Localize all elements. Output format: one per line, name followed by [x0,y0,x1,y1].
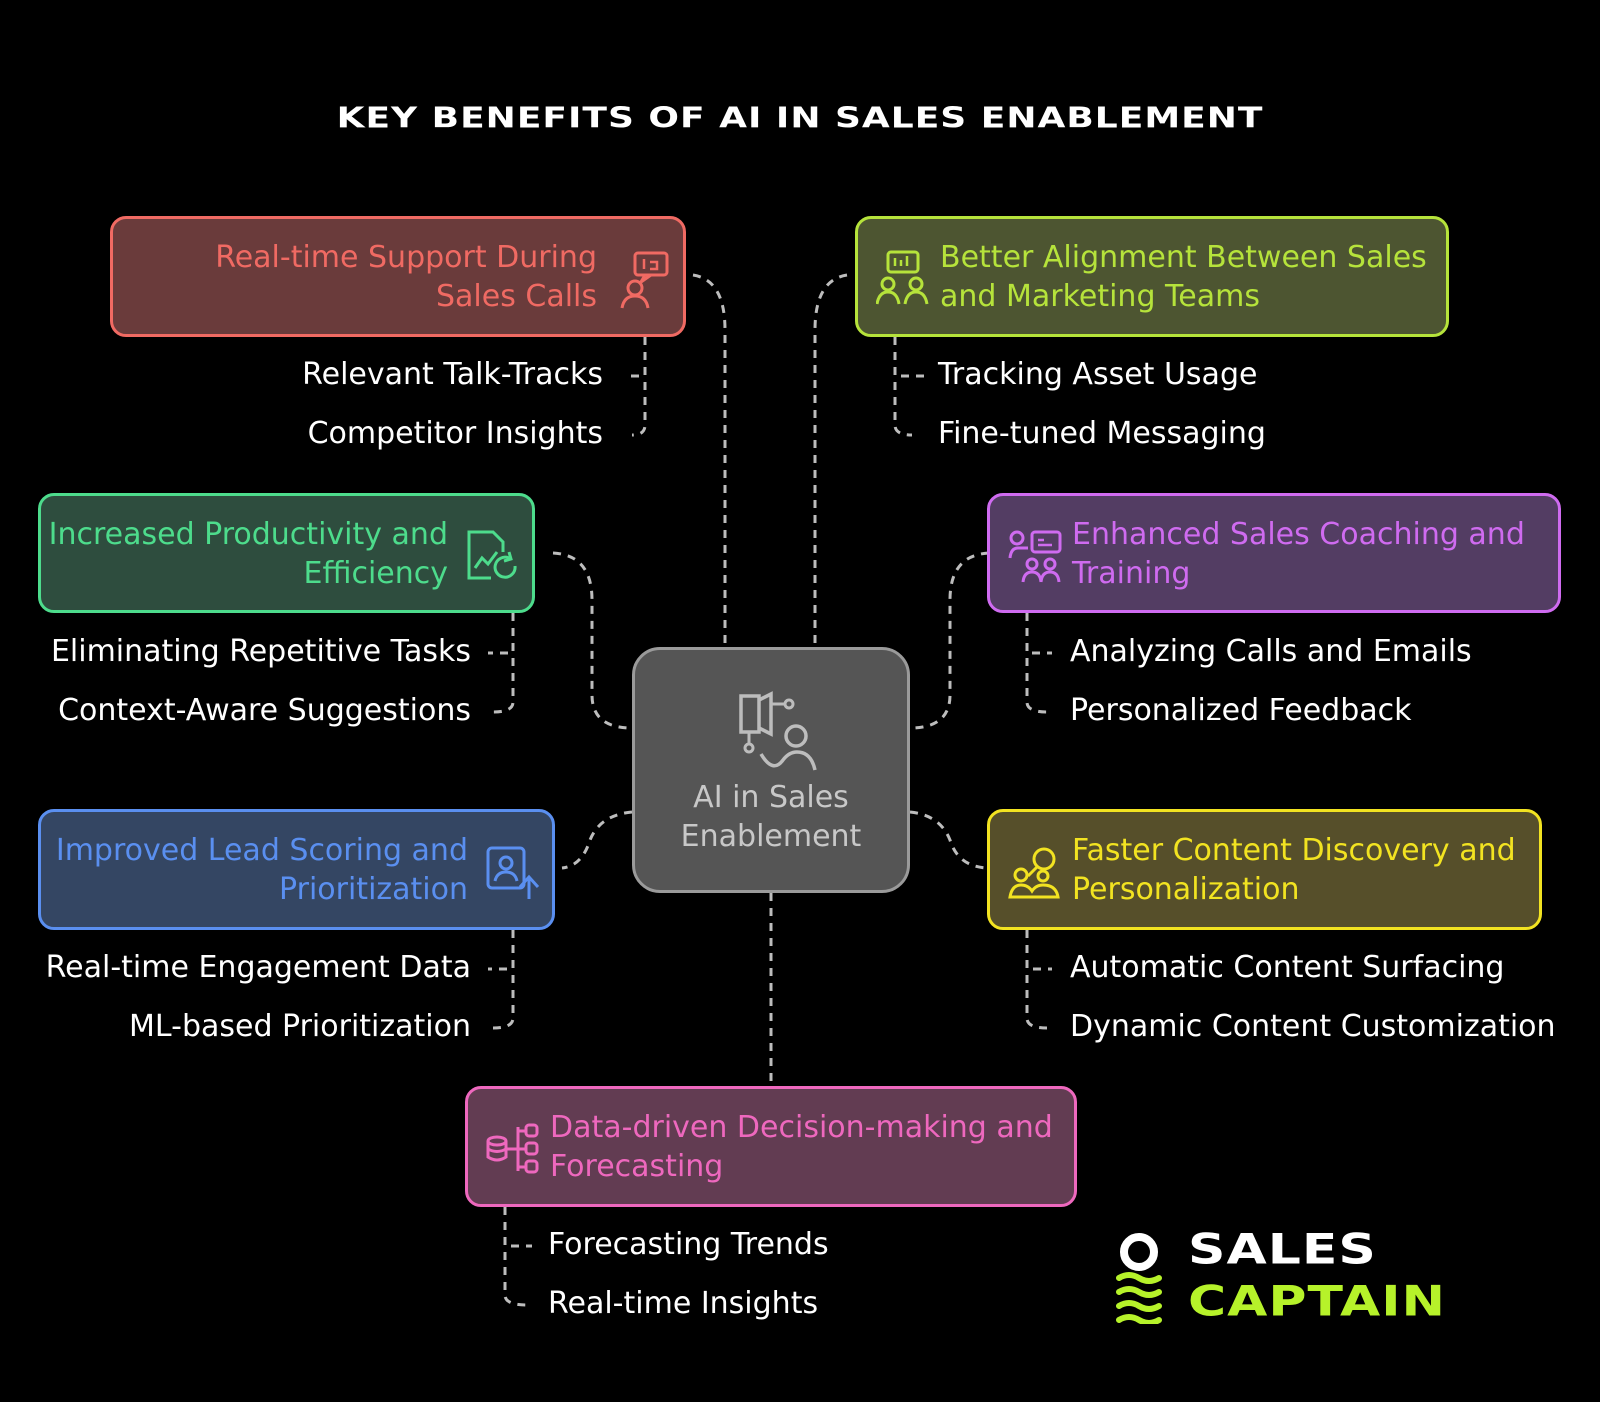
benefit-title: Data-driven Decision-making and Forecast… [550,1110,1053,1184]
benefit-title: Real-time Support During Sales Calls [215,240,597,314]
benefit-box-coaching: Enhanced Sales Coaching and Training [987,493,1561,613]
benefit-box-content-discovery: Faster Content Discovery and Personaliza… [987,809,1542,930]
benefit-item: Competitor Insights [307,416,603,451]
lead-scoring-icon [486,846,540,899]
benefit-box-lead-scoring: Improved Lead Scoring and Prioritization [38,809,555,930]
benefit-item: ML-based Prioritization [129,1009,471,1044]
benefit-item: Context-Aware Suggestions [58,693,471,728]
ai-person-icon [739,691,817,771]
benefit-item: Real-time Engagement Data [45,950,471,985]
benefit-item: Tracking Asset Usage [938,357,1258,392]
productivity-chart-icon [467,530,517,580]
benefit-item: Fine-tuned Messaging [938,416,1266,451]
benefit-item: Relevant Talk-Tracks [302,357,603,392]
content-search-icon [1008,847,1060,899]
benefit-title: Increased Productivity and Efficiency [48,517,448,591]
team-alignment-icon [876,250,929,305]
benefit-item: Personalized Feedback [1070,693,1412,728]
logo-line-sales: SALES [1188,1226,1377,1274]
sales-call-support-icon [620,251,669,309]
center-node: AI in Sales Enablement [632,647,910,893]
benefit-box-realtime-support: Real-time Support During Sales Calls [110,216,686,337]
benefit-title: Enhanced Sales Coaching and Training [1072,517,1525,591]
benefit-title: Faster Content Discovery and Personaliza… [1072,833,1516,907]
data-decision-icon [486,1123,539,1174]
benefit-box-data-decision: Data-driven Decision-making and Forecast… [465,1086,1077,1207]
benefit-box-alignment: Better Alignment Between Sales and Marke… [855,216,1449,337]
benefit-title: Improved Lead Scoring and Prioritization [55,833,468,907]
benefit-item: Analyzing Calls and Emails [1070,634,1472,669]
benefit-title: Better Alignment Between Sales and Marke… [940,240,1427,314]
benefit-item: Forecasting Trends [548,1227,829,1262]
benefit-item: Automatic Content Surfacing [1070,950,1505,985]
benefit-box-productivity: Increased Productivity and Efficiency [38,493,535,613]
benefit-item: Dynamic Content Customization [1070,1009,1556,1044]
center-label: AI in Sales Enablement [680,780,862,854]
benefit-item: Eliminating Repetitive Tasks [50,634,471,669]
logo-line-captain: CAPTAIN [1188,1278,1447,1326]
coaching-icon [1008,530,1062,583]
diagram-title: KEY BENEFITS OF AI IN SALES ENABLEMENT [336,102,1264,135]
sales-captain-logo-icon [1116,1233,1162,1324]
benefit-item: Real-time Insights [548,1286,819,1321]
